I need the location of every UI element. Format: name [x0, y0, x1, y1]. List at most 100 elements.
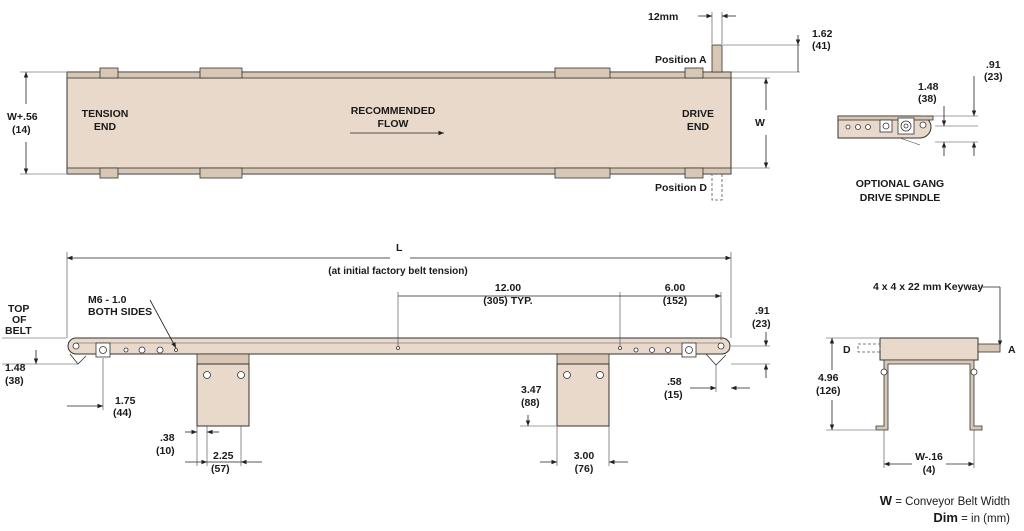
stand-bolt [880, 368, 888, 376]
legend-dim-row: Dim = in (mm) [880, 510, 1010, 527]
w-label: W [755, 117, 765, 129]
side-dim-91-mm: (23) [752, 318, 771, 330]
hole [665, 347, 671, 353]
position-a-label: Position A [655, 54, 707, 66]
dim-347: 3.47 [521, 384, 542, 396]
bracket [199, 167, 243, 179]
legend-w-text: = Conveyor Belt Width [892, 496, 1010, 508]
hole [865, 124, 871, 130]
stand-bolt [596, 371, 604, 379]
bracket [199, 67, 243, 79]
dim-58: .58 [667, 376, 682, 388]
side-view: L (at initial factory belt tension) [2, 242, 771, 475]
end-view-shaft-a [977, 343, 1001, 353]
stand-bolt [563, 371, 571, 379]
dim-38: .38 [160, 432, 175, 444]
m6-tap [174, 348, 178, 352]
drive-end-label-2: END [687, 121, 710, 133]
hole [123, 347, 129, 353]
hole [633, 347, 639, 353]
drive-shaft-position-d [711, 173, 723, 201]
legend-w-row: W = Conveyor Belt Width [880, 493, 1010, 510]
hole [138, 346, 146, 354]
dim-600: 6.00 [665, 282, 686, 294]
side-dim-148: 1.48 [5, 362, 26, 374]
bearing [882, 122, 890, 130]
m6-label-2: BOTH SIDES [88, 306, 152, 318]
dim-225: 2.25 [213, 450, 234, 462]
top-rail-lower [66, 167, 732, 175]
dim-496: 4.96 [818, 372, 839, 384]
hole [845, 124, 851, 130]
hole [919, 121, 927, 129]
keyway-label: 4 x 4 x 22 mm Keyway [873, 281, 983, 293]
gang-drive-spindle-view: .91 (23) 1.48 (38) OPTIONAL GANG DRIVE S… [837, 59, 1003, 204]
m6-tap [618, 346, 622, 350]
tension-bearing-center [99, 346, 107, 354]
dim-38-mm: (10) [156, 445, 175, 457]
dim-300: 3.00 [574, 450, 595, 462]
l-label: L [396, 242, 403, 254]
flow-label-2: FLOW [378, 118, 409, 130]
tension-end-label-2: END [94, 121, 117, 133]
top-of-belt-label-2: OF [12, 314, 27, 326]
side-dim-148-mm: (38) [5, 375, 24, 387]
legend-dim-text: = in (mm) [957, 513, 1010, 525]
spindle-dim-91: .91 [986, 59, 1001, 71]
spindle-rail [837, 115, 934, 121]
top-rail-upper [66, 71, 732, 79]
side-dim-91: .91 [755, 305, 770, 317]
dim-162-mm: (41) [812, 40, 831, 52]
stand-bolt [970, 368, 978, 376]
stand-bolt [203, 371, 211, 379]
stand-bolt [237, 371, 245, 379]
dim-300-mm: (76) [575, 463, 594, 475]
legend: W = Conveyor Belt Width Dim = in (mm) [880, 493, 1010, 527]
top-of-belt-label: TOP [8, 303, 29, 315]
hole [156, 346, 164, 354]
bracket [99, 67, 119, 79]
a-label: A [1008, 344, 1016, 356]
top-of-belt-label-3: BELT [5, 325, 32, 337]
bracket [99, 167, 119, 179]
w-minus-mm: (4) [923, 464, 936, 476]
end-view-body [879, 337, 979, 361]
w-plus-mm: (14) [12, 124, 31, 136]
hole [855, 124, 861, 130]
d-label: D [843, 344, 851, 356]
drive-end-label: DRIVE [682, 108, 714, 120]
dim-347-mm: (88) [521, 397, 540, 409]
dim-496-mm: (126) [816, 385, 841, 397]
m6-tap [396, 346, 400, 350]
bracket [684, 67, 704, 79]
position-d-label: Position D [655, 182, 707, 194]
spindle-dim-148: 1.48 [918, 81, 939, 93]
dim-1200-mm: (305) TYP. [483, 295, 532, 307]
tension-end-label: TENSION [82, 108, 129, 120]
stand-top-left [196, 353, 250, 365]
m6-label: M6 - 1.0 [88, 294, 127, 306]
end-view-shaft-d [857, 343, 881, 353]
dim-175: 1.75 [115, 395, 136, 407]
l-note: (at initial factory belt tension) [328, 266, 467, 277]
dim-1200: 12.00 [495, 282, 521, 294]
drive-shaft-position-a [711, 44, 723, 73]
top-view: 12mm Position A Position D 1.62 (41) W W… [7, 11, 833, 201]
legend-dim-key: Dim [933, 510, 958, 525]
bracket [684, 167, 704, 179]
gang-drive-title: OPTIONAL GANG [856, 178, 944, 190]
stand-top-right [556, 353, 610, 365]
w-minus-label: W-.16 [915, 451, 943, 463]
hole [649, 347, 655, 353]
dim-600-mm: (152) [663, 295, 688, 307]
end-view-stand [875, 359, 983, 431]
bracket [554, 67, 611, 79]
flow-label: RECOMMENDED [351, 105, 436, 117]
w-plus-label: W+.56 [7, 111, 38, 123]
bracket [554, 167, 611, 179]
dim-225-mm: (57) [211, 463, 230, 475]
spindle-center [903, 123, 909, 129]
end-view: 4 x 4 x 22 mm Keyway D A 4.96 (126) W-.1… [816, 281, 1016, 476]
dim-58-mm: (15) [664, 389, 683, 401]
